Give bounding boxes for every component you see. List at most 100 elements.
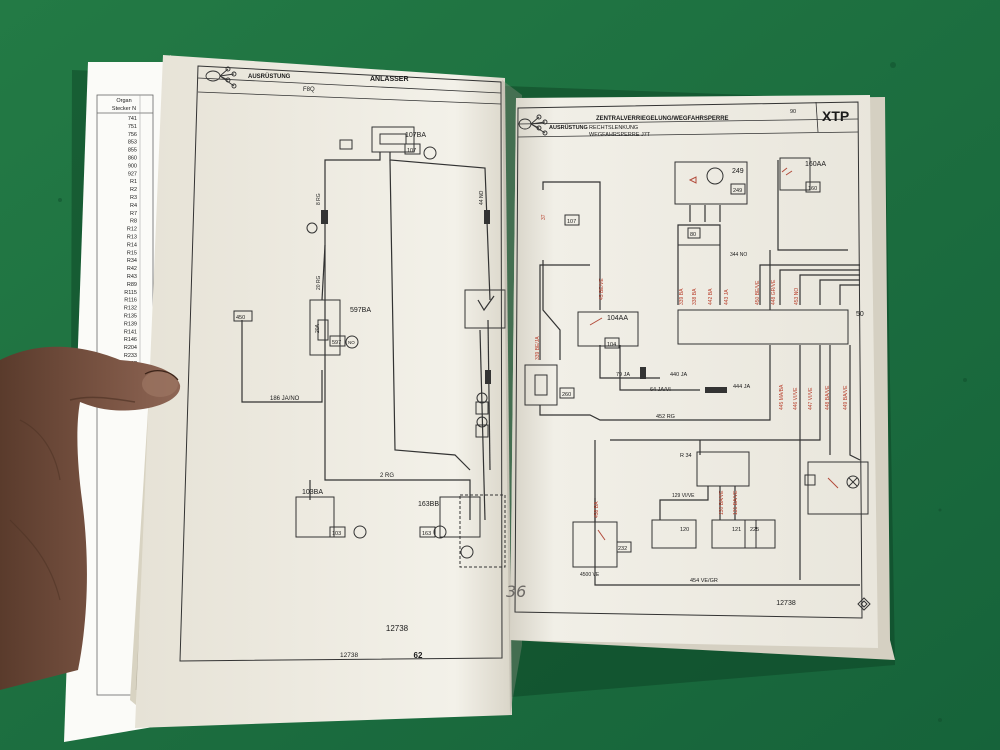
index-code: R132 — [124, 306, 137, 312]
svg-text:130 BA/VE: 130 BA/VE — [719, 490, 725, 515]
right-diagram-number: 12738 — [776, 600, 796, 607]
box-80: 80 — [690, 232, 696, 238]
left-diagram-number: 12738 — [386, 624, 409, 633]
fuse-20a: 20A — [315, 323, 321, 333]
box-225: 225 — [750, 527, 759, 533]
svg-text:338 BA: 338 BA — [692, 288, 698, 305]
index-code: R42 — [127, 266, 137, 272]
index-code: 927 — [128, 171, 137, 177]
svg-text:442 BA: 442 BA — [708, 288, 714, 305]
index-code: R4 — [130, 203, 137, 209]
box-260: 260 — [562, 392, 571, 398]
svg-text:339 BE/JA: 339 BE/JA — [535, 336, 541, 360]
hand — [0, 346, 181, 690]
wire-454: 454 VE/GR — [690, 578, 718, 584]
wire-344: 344 NO — [730, 252, 747, 258]
component-103ba: 103BA — [302, 489, 323, 496]
index-code: 853 — [128, 140, 137, 146]
svg-text:37: 37 — [541, 214, 547, 220]
model-code-xtp: XTP — [822, 108, 849, 124]
component-597ba: 597BA — [350, 307, 371, 314]
right-header-line3: WEGFAHRSPERRE J7T — [589, 132, 651, 138]
left-page: AUSRÜSTUNG ANLASSER F8Q — [135, 55, 512, 728]
wire-44no: 44 NO — [479, 190, 485, 205]
svg-text:448 BA/VE: 448 BA/VE — [825, 385, 831, 410]
svg-text:443 JA: 443 JA — [724, 289, 730, 305]
index-code-list: 741751756853855860900927R1R2R3R4R7R8R12R… — [124, 116, 137, 367]
left-header-title: ANLASSER — [370, 76, 409, 83]
left-header-label: AUSRÜSTUNG — [248, 73, 291, 80]
svg-text:45 BE/VE: 45 BE/VE — [599, 278, 605, 300]
left-footer-code: 12738 — [340, 652, 358, 659]
svg-text:445 MA/BA: 445 MA/BA — [779, 384, 785, 410]
wire-452rg: 452 RG — [656, 414, 675, 420]
box-232: 232 — [618, 546, 627, 552]
box-121: 121 — [732, 527, 741, 533]
index-code: R3 — [130, 195, 137, 201]
index-code: R15 — [127, 250, 137, 256]
svg-text:458 BA: 458 BA — [594, 501, 600, 518]
no-circle-label: NO — [348, 340, 355, 345]
index-code: R146 — [124, 337, 137, 343]
right-page: ZENTRALVERRIEGELUNG/WEGFAHRSPERRE AUSRÜS… — [506, 95, 895, 660]
wire-444: 444 JA — [733, 384, 750, 390]
index-code: R1 — [130, 179, 137, 185]
svg-text:449 BA/VE: 449 BA/VE — [843, 385, 849, 410]
index-code: R8 — [130, 219, 137, 225]
box-107: 107 — [567, 219, 576, 225]
box-450: 450 — [236, 315, 245, 321]
wire-186: 186 JA/NO — [270, 396, 300, 402]
wire-20rg: 20 RG — [316, 275, 322, 290]
left-page-number: 62 — [414, 651, 423, 660]
red-wire-labels: 37 45 BE/VE 339 BE/JA 339 BA 338 BA 442 … — [535, 214, 849, 518]
index-code: R43 — [127, 274, 137, 280]
wire-4500: 4500 VE — [580, 572, 600, 578]
index-code: R204 — [124, 345, 137, 351]
component-163bb: 163BB — [418, 501, 439, 508]
connector-logo-icon — [518, 114, 548, 136]
relay-r34: R 34 — [680, 453, 692, 459]
wire-79: 79 JA — [616, 372, 630, 378]
svg-text:450 BE/VE: 450 BE/VE — [755, 280, 761, 305]
box-160: 160 — [808, 186, 817, 192]
index-code: R115 — [124, 290, 137, 296]
index-code: R89 — [127, 282, 137, 288]
index-code: R2 — [130, 187, 137, 193]
svg-text:448 GR/VE: 448 GR/VE — [771, 279, 777, 305]
svg-text:447 VI/VE: 447 VI/VE — [808, 387, 814, 410]
handwritten-page-number: 36 — [506, 582, 526, 601]
renault-logo-icon — [857, 597, 871, 611]
index-code: R12 — [127, 227, 137, 233]
wire-64: 64 JA/VI — [650, 387, 671, 393]
index-code: R141 — [124, 329, 137, 335]
wire-2rg: 2 RG — [380, 473, 394, 479]
box-597: 597 — [332, 340, 341, 346]
number-50: 50 — [856, 311, 864, 318]
index-code: R139 — [124, 321, 137, 327]
left-wiring — [241, 126, 506, 568]
index-code: 900 — [128, 163, 137, 169]
svg-text:453 NO: 453 NO — [794, 288, 800, 305]
component-160aa: 160AA — [805, 161, 826, 168]
svg-text:131 BA/VE: 131 BA/VE — [733, 490, 739, 515]
right-header-line2: RECHTSLENKUNG — [589, 125, 638, 131]
svg-text:339 BA: 339 BA — [679, 288, 685, 305]
svg-text:446 VI/VE: 446 VI/VE — [793, 387, 799, 410]
index-code: 741 — [128, 116, 137, 122]
right-wiring — [524, 157, 869, 586]
wire-8rg: 8 RG — [316, 193, 322, 205]
box-107: 107 — [407, 148, 416, 154]
index-code: 860 — [128, 156, 137, 162]
index-code: 751 — [128, 124, 137, 130]
box-120: 120 — [680, 527, 689, 533]
box-104: 104 — [607, 342, 616, 348]
component-107ba: 107BA — [405, 132, 426, 139]
component-249: 249 — [732, 168, 744, 175]
index-code: R34 — [127, 258, 137, 264]
sheet-ref: 90 — [790, 109, 796, 115]
index-code: R14 — [127, 242, 137, 248]
index-code: R116 — [124, 298, 137, 304]
index-header-stecker: Stecker N — [112, 106, 136, 112]
index-code: R13 — [127, 235, 137, 241]
